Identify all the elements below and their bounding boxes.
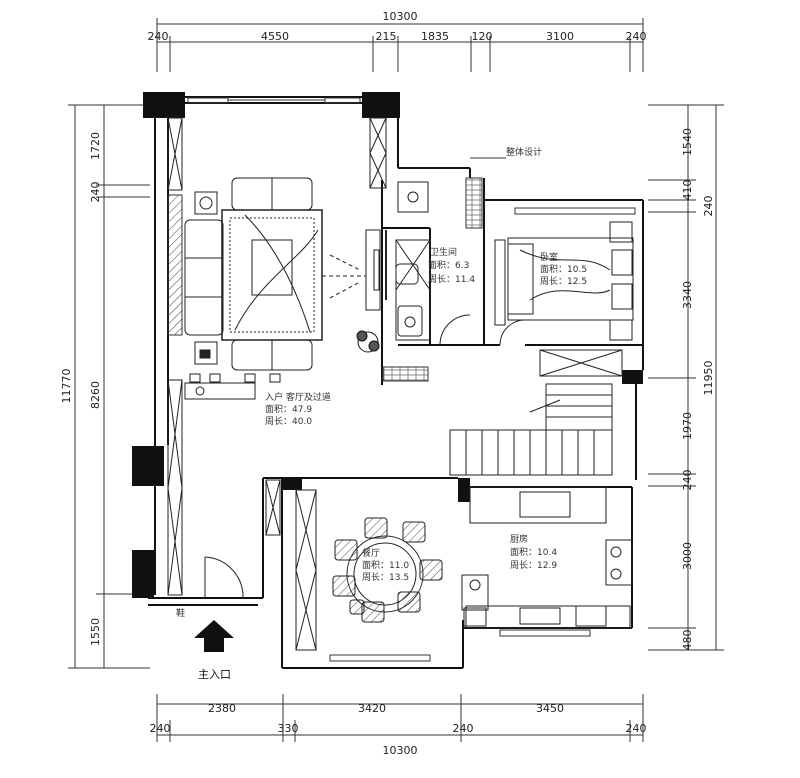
top-dim-labels: 240 4550 215 1835 120 3100 240	[148, 30, 647, 43]
dim-bottom-a: 2380	[208, 702, 236, 715]
bedroom-name: 卧室	[540, 251, 558, 263]
dim-left-0: 1720	[89, 132, 102, 160]
kitchen-fixtures	[461, 486, 633, 629]
dim-bottom-b: 3420	[358, 702, 386, 715]
kitchen-area: 面积：10.4	[510, 546, 557, 558]
doors	[204, 230, 387, 599]
sofa-group	[184, 177, 323, 371]
dim-top-6: 240	[626, 30, 647, 43]
bottom-dimensions	[156, 694, 644, 742]
dim-bottom-d: 240	[150, 722, 171, 735]
dining-perimeter: 周长：13.5	[362, 571, 409, 583]
dim-right-1: 410	[681, 180, 694, 201]
structural-columns	[132, 92, 643, 598]
dim-bottom-total: 10300	[383, 744, 418, 757]
room-label-living: 入户 客厅及过道 面积：47.9 周长：40.0	[265, 391, 331, 427]
dim-top-0: 240	[148, 30, 169, 43]
dim-top-1: 4550	[261, 30, 289, 43]
dim-right-5: 240	[681, 470, 694, 491]
design-note-label: 整体设计	[506, 146, 542, 158]
shoe-label: 鞋	[176, 607, 185, 619]
room-label-dining: 餐厅 面积：11.0 周长：13.5	[362, 547, 409, 583]
entrance-arrow-icon	[194, 620, 234, 652]
dim-right-7: 480	[681, 630, 694, 651]
dim-left-2: 8260	[89, 381, 102, 409]
entrance-label: 主入口	[198, 668, 231, 681]
dining-name: 餐厅	[362, 547, 380, 559]
cabinets	[167, 117, 623, 651]
dim-left-1: 240	[89, 182, 102, 203]
dining-set	[332, 517, 443, 623]
dim-right-6: 3000	[681, 542, 694, 570]
shoe-cabinet	[184, 373, 281, 400]
room-label-bath: 卫生间 面积：6.3 周长：11.4	[428, 246, 475, 285]
staircase	[449, 383, 613, 476]
bath-perimeter: 周长：11.4	[428, 273, 475, 285]
tv-unit	[322, 229, 381, 311]
dim-right-0: 1540	[681, 128, 694, 156]
dim-left-3: 1550	[89, 618, 102, 646]
dim-bottom-e: 330	[278, 722, 299, 735]
kitchen-name: 厨房	[510, 533, 528, 545]
bath-fixtures	[395, 181, 471, 346]
bath-area: 面积：6.3	[428, 259, 469, 271]
kitchen-perimeter: 周长：12.9	[510, 559, 557, 571]
dim-right-3: 3340	[681, 281, 694, 309]
plant-icon	[356, 330, 380, 353]
dim-top-2: 215	[376, 30, 397, 43]
dim-top-5: 3100	[546, 30, 574, 43]
dim-left-total: 11770	[60, 369, 73, 404]
right-dimensions	[648, 104, 724, 651]
dim-bottom-f: 240	[453, 722, 474, 735]
living-area: 面积：47.9	[265, 403, 312, 415]
dim-right-2: 240	[702, 196, 715, 217]
room-label-bedroom: 卧室 面积：10.5 周长：12.5	[540, 251, 587, 287]
bath-name: 卫生间	[430, 246, 457, 258]
bedroom-perimeter: 周长：12.5	[540, 275, 587, 287]
room-label-kitchen: 厨房 面积：10.4 周长：12.9	[510, 533, 557, 571]
bedroom-area: 面积：10.5	[540, 263, 587, 275]
hatched-walls	[167, 177, 483, 382]
dim-top-3: 1835	[421, 30, 449, 43]
dining-area: 面积：11.0	[362, 559, 409, 571]
dim-right-4: 1970	[681, 412, 694, 440]
dim-right-total: 11950	[702, 361, 715, 396]
dim-bottom-g: 240	[626, 722, 647, 735]
left-dimensions	[68, 104, 150, 669]
bed	[494, 221, 634, 346]
dim-top-total: 10300	[383, 10, 418, 23]
top-dimensions	[156, 18, 644, 72]
windows	[187, 97, 636, 662]
living-name: 入户 客厅及过道	[265, 391, 331, 403]
living-perimeter: 周长：40.0	[265, 415, 312, 427]
dim-top-4: 120	[472, 30, 493, 43]
dim-bottom-c: 3450	[536, 702, 564, 715]
